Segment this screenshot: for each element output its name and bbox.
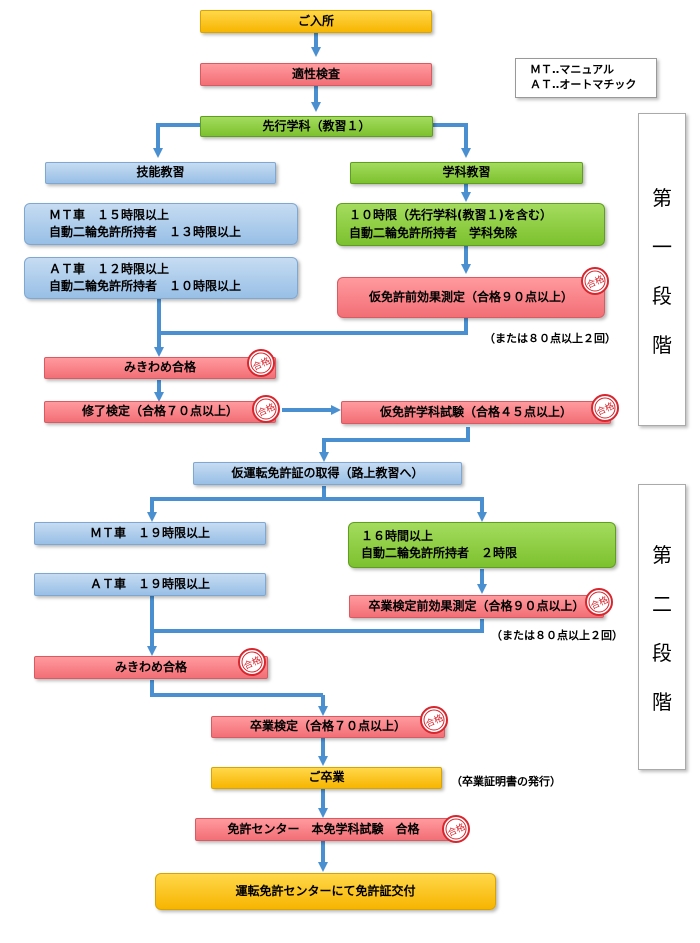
mt-stage1-hours-box: ＭＴ車 １５時限以上 自動二輪免許所持者 １３時限以上: [24, 203, 298, 245]
academic1-line1: １０時限（先行学科(教習１)を含む）: [349, 208, 552, 223]
line-mikiwame2-down: [150, 680, 323, 697]
graduation-test-box: 卒業検定（合格７０点以上）: [211, 716, 445, 738]
stage1-char: 階: [652, 332, 672, 357]
retry-note-stage2: （または８０点以上２回）: [491, 629, 623, 642]
arrow-split-mt2: [147, 486, 326, 522]
stage2-char: 第: [652, 543, 672, 567]
legend-at: ＡＴ‥オートマチック: [530, 77, 637, 91]
arrow-split-academic2: [324, 497, 487, 522]
graduation-certificate-note: （卒業証明書の発行）: [451, 775, 561, 788]
academic-stage2-hours-box: １６時間以上 自動二輪免許所持者 ２時限: [348, 522, 616, 568]
mikiwame-pass-stage2-box: みきわめ合格: [34, 656, 268, 679]
stage-two-label: 第 二 段 階: [638, 484, 686, 770]
pass-stamp-icon: 合格: [420, 706, 448, 734]
pre-license-effect-test-box: 仮免許前効果測定（合格９０点以上）: [337, 277, 605, 318]
line-effect-join: [159, 318, 468, 335]
at-stage2-hours-box: ＡＴ車 １９時限以上: [34, 573, 266, 596]
pass-stamp-icon: 合格: [238, 648, 266, 676]
provisional-license-box: 仮運転免許証の取得（路上教習へ）: [193, 462, 462, 485]
license-center-test-box: 免許センター 本免学科試験 合格: [195, 818, 452, 841]
aptitude-test-box: 適性検査: [200, 63, 432, 86]
stage-one-label: 第 一 段 階: [638, 113, 686, 426]
at1-line2: 自動二輪免許所持者 １０時限以上: [49, 279, 242, 293]
provisional-written-test-box: 仮免許学科試験（合格４５点以上）: [341, 401, 611, 424]
stage2-char: 段: [652, 641, 672, 665]
pass-stamp-icon: 合格: [591, 394, 619, 422]
stage2-char: 二: [652, 592, 672, 616]
stage1-char: 段: [652, 283, 672, 308]
license-issue-box: 運転免許センターにて免許証交付: [155, 873, 496, 910]
stage1-char: 第: [652, 185, 672, 210]
graduation-effect-test-box: 卒業検定前効果測定（合格９０点以上）: [349, 595, 604, 618]
pass-stamp-icon: 合格: [442, 815, 470, 843]
stage2-char: 階: [652, 690, 672, 714]
arrow-provisional-license: [319, 427, 470, 462]
academic-training-box: 学科教習: [350, 162, 583, 184]
mt-stage2-hours-box: ＭＴ車 １９時限以上: [34, 522, 266, 545]
admission-box: ご入所: [200, 10, 432, 33]
pass-stamp-icon: 合格: [247, 349, 275, 377]
academic-stage1-hours-box: １０時限（先行学科(教習１)を含む） 自動二輪免許所持者 学科免除: [336, 203, 605, 246]
graduation-box: ご卒業: [211, 767, 442, 789]
academic1-line2: 自動二輪免許所持者 学科免除: [349, 225, 518, 240]
completion-test-box: 修了検定（合格７０点以上）: [44, 401, 276, 423]
retry-note-stage1: （または８０点以上２回）: [484, 332, 616, 345]
legend: ＭＴ‥マニュアル ＡＴ‥オートマチック: [515, 58, 657, 98]
academic2-line1: １６時間以上: [361, 528, 434, 543]
mt1-line1: ＭＴ車 １５時限以上: [49, 207, 170, 222]
arrow-split-academic: [433, 123, 471, 158]
mikiwame-pass-stage1-box: みきわめ合格: [44, 357, 276, 379]
pass-stamp-icon: 合格: [581, 267, 609, 295]
pass-stamp-icon: 合格: [585, 588, 613, 616]
pass-stamp-icon: 合格: [252, 395, 280, 423]
mt1-line2: 自動二輪免許所持者 １３時限以上: [49, 225, 242, 239]
line-effect2-join: [152, 619, 484, 633]
arrow-split-skills: [153, 123, 202, 158]
stage1-char: 一: [652, 234, 672, 259]
at1-line1: ＡＴ車 １２時限以上: [49, 261, 170, 276]
legend-mt: ＭＴ‥マニュアル: [530, 63, 615, 76]
preceding-lecture-box: 先行学科（教習１）: [200, 116, 433, 137]
academic2-line2: 自動二輪免許所持者 ２時限: [361, 546, 518, 560]
skills-training-box: 技能教習: [45, 162, 276, 184]
at-stage1-hours-box: ＡＴ車 １２時限以上 自動二輪免許所持者 １０時限以上: [24, 257, 298, 299]
